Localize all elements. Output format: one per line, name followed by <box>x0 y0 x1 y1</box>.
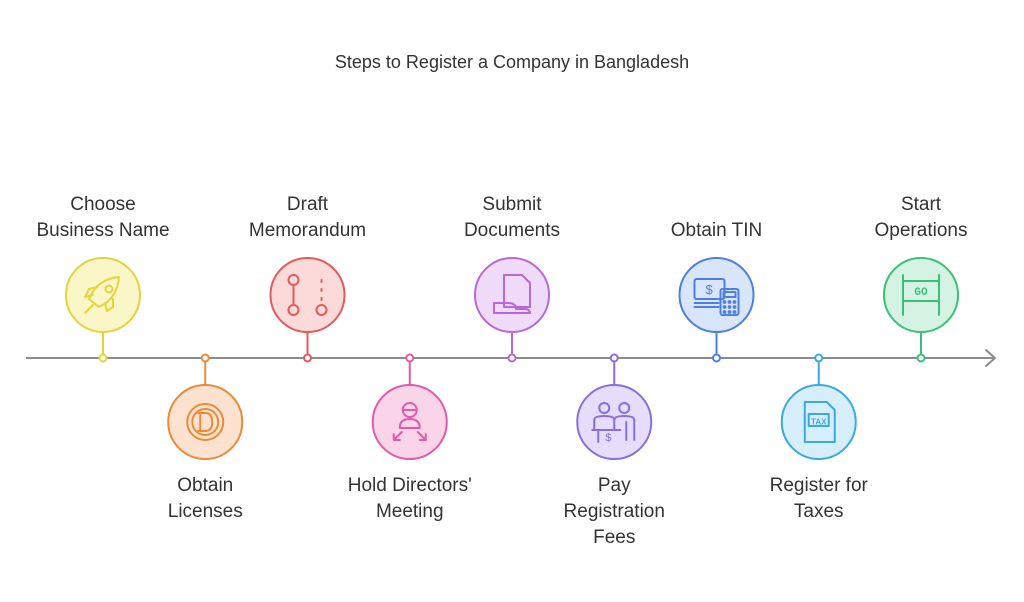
step-9: GO <box>883 257 959 363</box>
step-label: Choose Business Name <box>36 194 170 241</box>
step-6: $ <box>576 353 653 460</box>
step-marker <box>303 353 312 363</box>
step-marker <box>98 353 108 363</box>
timeline-arrowhead <box>985 349 996 367</box>
step-4 <box>371 353 448 460</box>
step-marker <box>405 353 415 363</box>
step-label: Draft Memorandum <box>248 194 367 241</box>
svg-text:TAX: TAX <box>811 418 827 427</box>
step-7: $ <box>678 257 755 363</box>
step-marker <box>609 353 619 363</box>
svg-text:$: $ <box>706 282 714 297</box>
step-circle <box>269 257 346 333</box>
step-marker <box>916 353 926 363</box>
step-label: Obtain TIN <box>670 220 763 241</box>
money-calculator-icon: $ <box>693 278 740 316</box>
step-label: Submit Documents <box>463 194 561 241</box>
step-circle <box>371 384 448 460</box>
step-circle <box>167 384 244 460</box>
step-label: Start Operations <box>874 194 968 241</box>
step-circle <box>474 257 550 333</box>
go-sign-icon: GO <box>902 274 940 316</box>
diagram-title: Steps to Register a Company in Banglades… <box>334 52 690 72</box>
step-marker <box>712 353 721 363</box>
svg-text:$: $ <box>605 432 611 444</box>
step-marker <box>507 353 517 363</box>
step-3 <box>269 257 346 363</box>
payment-people-icon: $ <box>591 402 636 444</box>
step-label: Hold Directors' Meeting <box>347 475 472 522</box>
step-label: Register for Taxes <box>769 475 868 522</box>
step-8: TAX <box>780 353 857 460</box>
document-hand-icon <box>493 274 531 314</box>
step-marker <box>200 353 210 363</box>
step-label: Obtain Licenses <box>167 475 243 522</box>
step-circle <box>678 257 755 333</box>
step-circle <box>780 384 857 460</box>
license-seal-icon <box>186 403 225 441</box>
step-1 <box>65 257 141 363</box>
step-label: Pay Registration Fees <box>563 475 665 548</box>
svg-text:GO: GO <box>914 287 928 299</box>
tax-document-icon: TAX <box>803 401 836 443</box>
meeting-person-icon <box>392 402 427 441</box>
step-circle <box>65 257 141 333</box>
step-5 <box>474 257 550 363</box>
step-marker <box>814 353 824 363</box>
branch-dots-icon <box>287 274 328 316</box>
step-2 <box>167 353 244 460</box>
rocket-icon <box>84 276 120 314</box>
